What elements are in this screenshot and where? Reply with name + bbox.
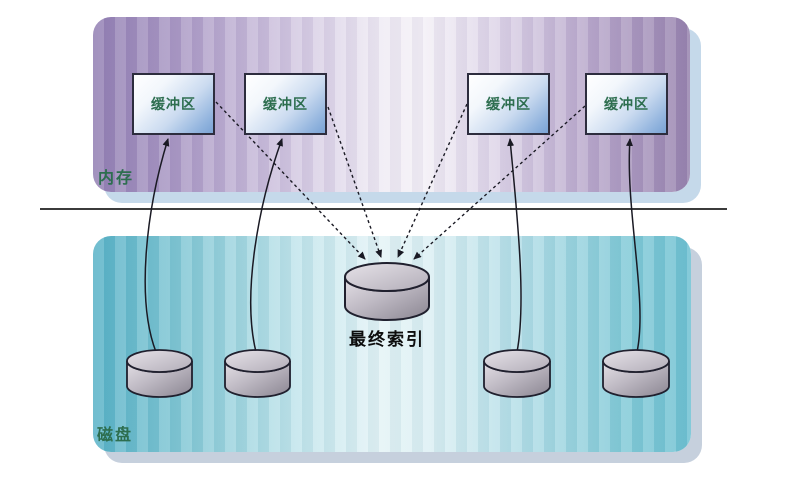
cylinder-top xyxy=(224,349,291,373)
buffer-to-index-arrows xyxy=(215,101,586,260)
source-disk-cylinders xyxy=(126,349,670,398)
read-arrow-3 xyxy=(507,138,522,353)
cylinder-top xyxy=(344,262,430,292)
memory-disk-divider-line xyxy=(40,208,727,210)
merge-arrow-2 xyxy=(327,106,382,258)
buffer-box-1: 缓冲区 xyxy=(132,73,215,135)
disk-label: 磁盘 xyxy=(97,425,134,444)
read-arrow-2 xyxy=(250,138,283,353)
cylinder-top xyxy=(483,349,551,373)
merge-arrow-3 xyxy=(397,103,468,258)
cylinder-top xyxy=(126,349,193,373)
memory-label: 内存 xyxy=(98,168,135,187)
buffer-box-3: 缓冲区 xyxy=(467,73,550,135)
merge-arrow-4 xyxy=(413,105,586,260)
merge-arrow-1 xyxy=(215,101,366,260)
final-index-cylinder xyxy=(344,262,430,321)
cylinder-top xyxy=(602,349,670,373)
disk-cylinder-4 xyxy=(602,349,670,398)
read-arrow-4 xyxy=(626,138,641,353)
buffer-box-2: 缓冲区 xyxy=(244,73,327,135)
disk-cylinder-1 xyxy=(126,349,193,398)
read-arrow-1 xyxy=(144,138,170,353)
disk-to-buffer-arrows xyxy=(144,138,641,353)
final-index-label: 最终索引 xyxy=(349,330,425,350)
buffer-box-4: 缓冲区 xyxy=(585,73,668,135)
disk-cylinder-2 xyxy=(224,349,291,398)
disk-cylinder-3 xyxy=(483,349,551,398)
